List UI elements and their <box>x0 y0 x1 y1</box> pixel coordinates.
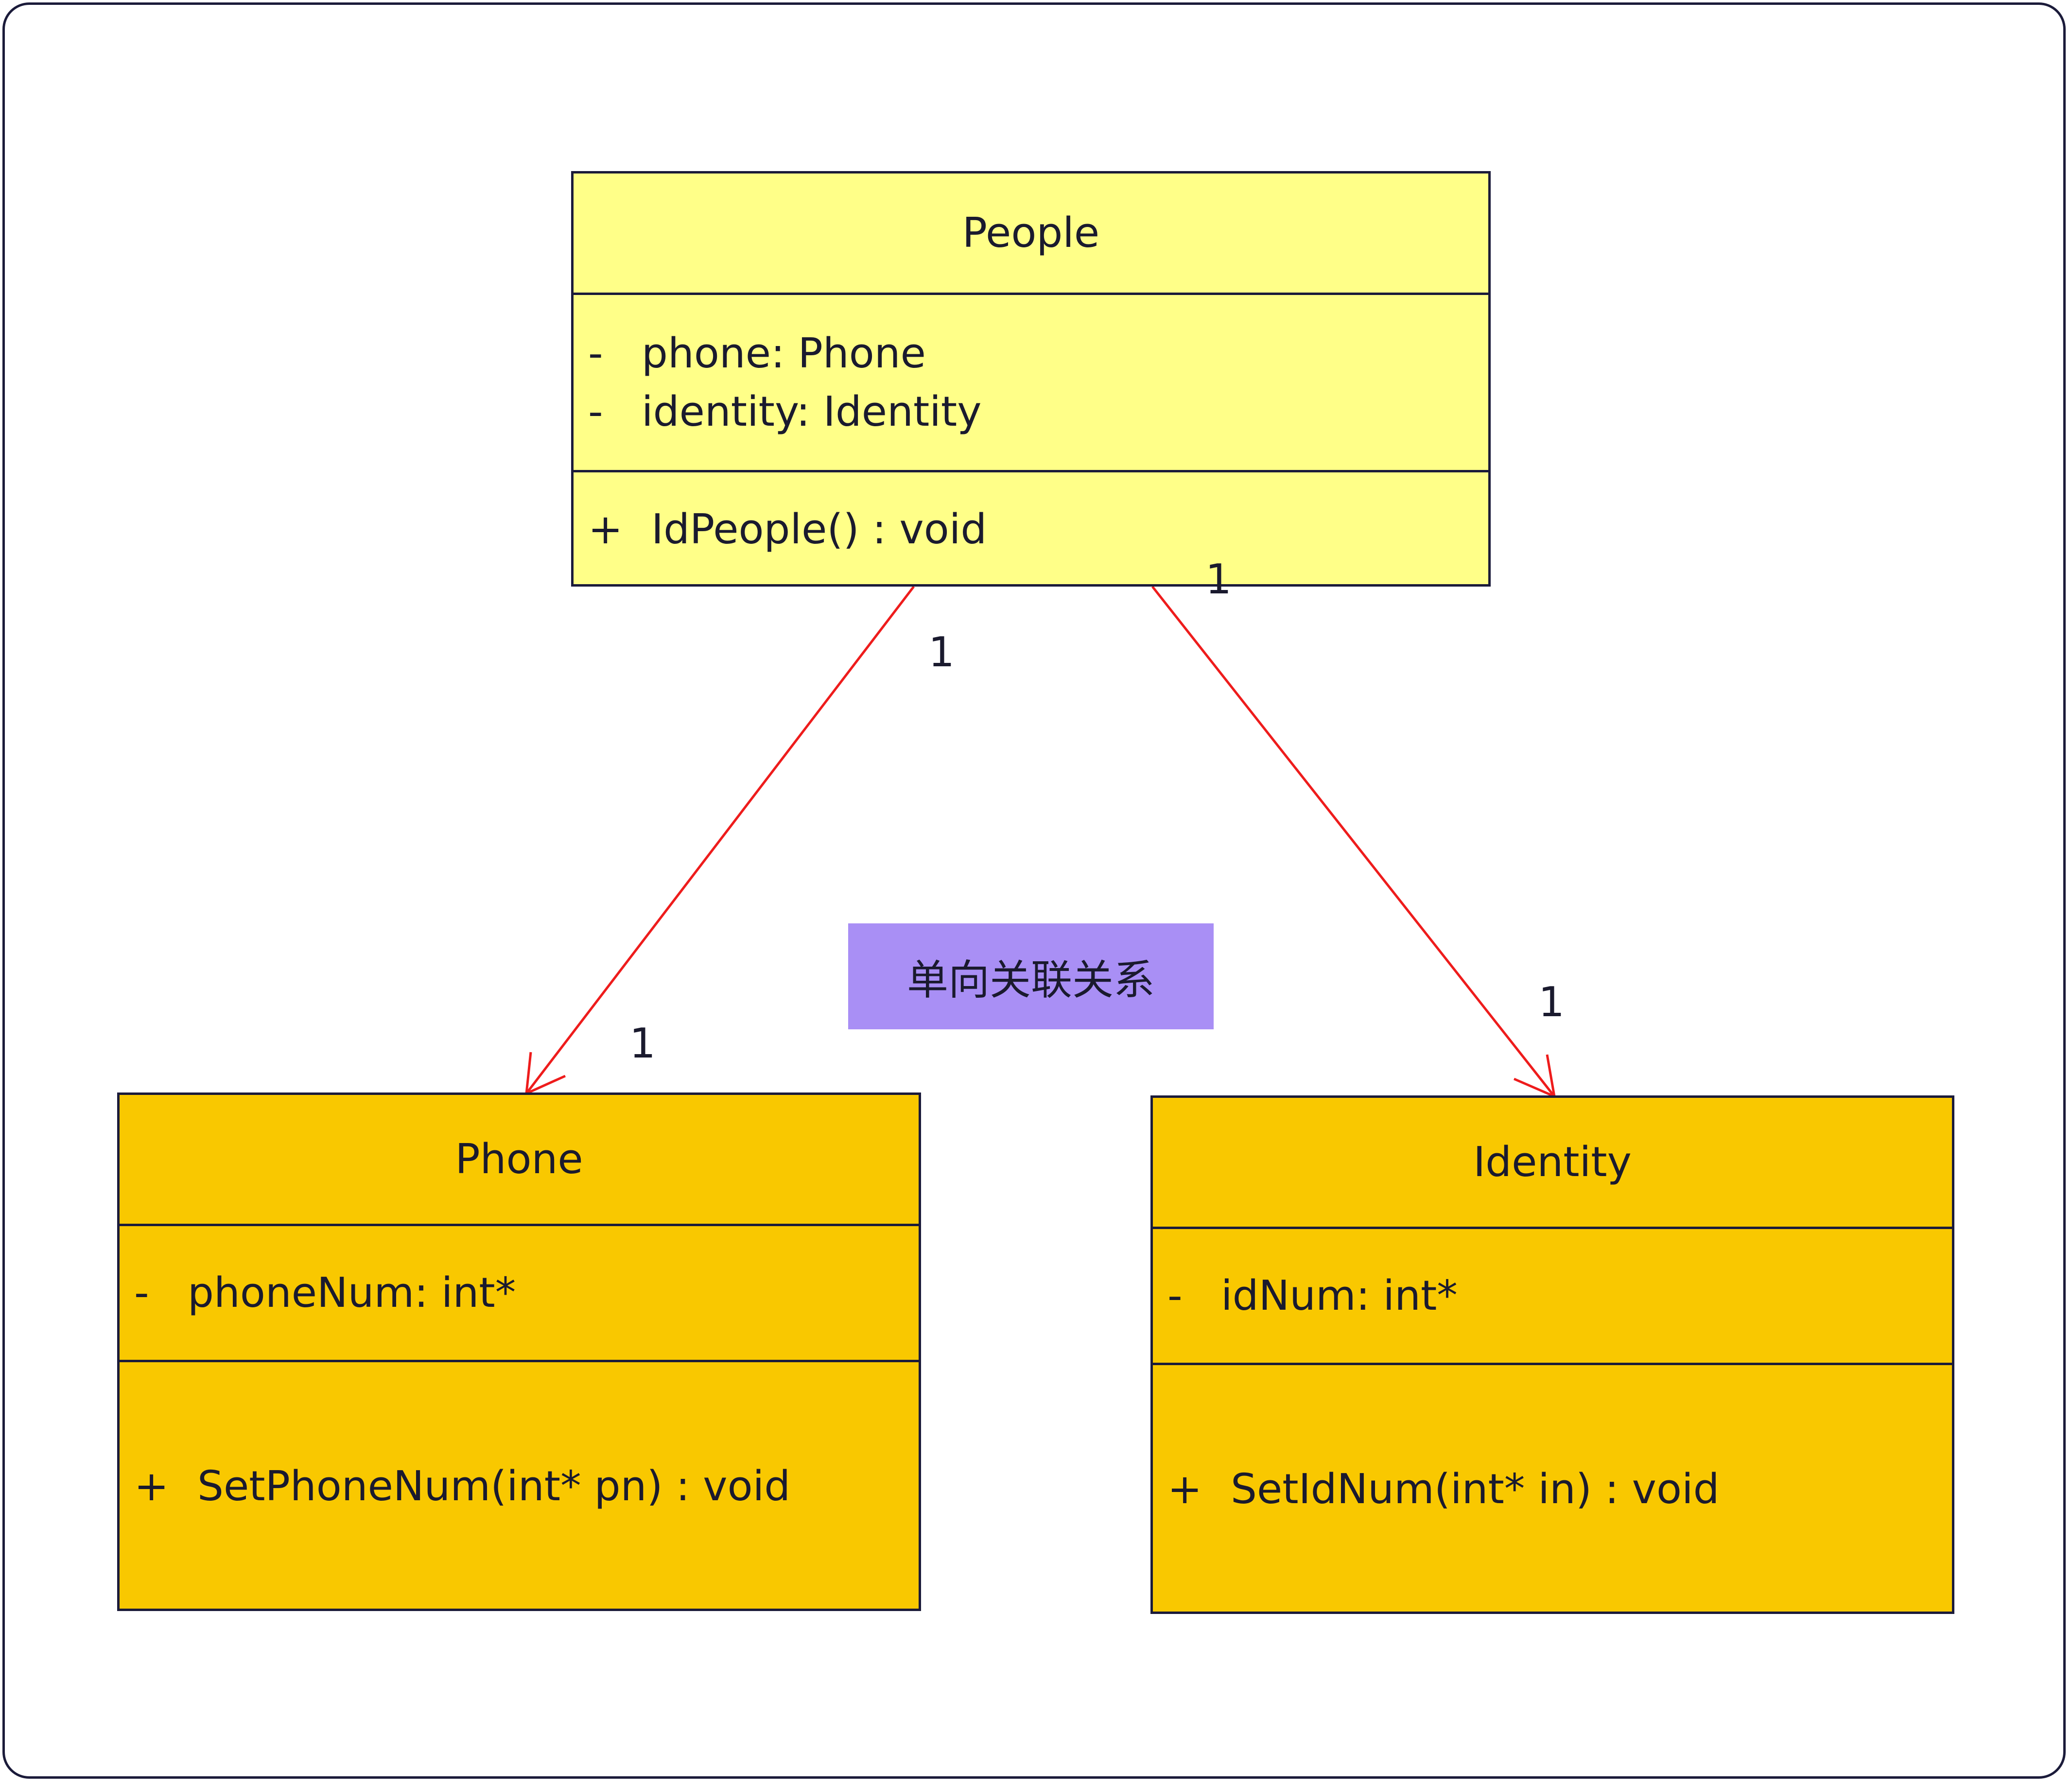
visibility-marker: - <box>1167 1272 1183 1320</box>
class-name: Identity <box>1473 1138 1632 1186</box>
attribute-text: phoneNum: int* <box>188 1269 516 1317</box>
attribute-row: - phone: Phone <box>588 324 1488 382</box>
multiplicity-label: 1 <box>629 1020 656 1068</box>
visibility-marker: - <box>588 329 603 378</box>
operation-text: IdPeople() : void <box>651 505 987 554</box>
multiplicity-label: 1 <box>928 628 955 676</box>
operation-row: + SetIdNum(int* in) : void <box>1167 1460 1952 1518</box>
class-name: Phone <box>455 1135 583 1183</box>
multiplicity-label: 1 <box>1205 555 1232 604</box>
attributes-compartment: - phone: Phone - identity: Identity <box>574 293 1488 470</box>
operation-text: SetIdNum(int* in) : void <box>1231 1465 1720 1513</box>
visibility-marker: + <box>1167 1465 1202 1513</box>
note-label[interactable]: 单向关联关系 <box>848 923 1214 1029</box>
operations-compartment: + SetPhoneNum(int* pn) : void <box>120 1360 919 1610</box>
attribute-text: idNum: int* <box>1221 1272 1458 1320</box>
attributes-compartment: - idNum: int* <box>1153 1227 1952 1363</box>
visibility-marker: + <box>588 505 623 554</box>
operations-compartment: + IdPeople() : void <box>574 470 1488 587</box>
visibility-marker: - <box>134 1269 149 1317</box>
visibility-marker: - <box>588 387 603 436</box>
operation-row: + IdPeople() : void <box>588 501 1488 559</box>
attribute-row: - idNum: int* <box>1167 1267 1952 1325</box>
operation-row: + SetPhoneNum(int* pn) : void <box>134 1457 919 1515</box>
class-people[interactable]: People - phone: Phone - identity: Identi… <box>571 171 1491 587</box>
class-identity[interactable]: Identity - idNum: int* + SetIdNum(int* i… <box>1150 1095 1954 1614</box>
visibility-marker: + <box>134 1462 169 1510</box>
attributes-compartment: - phoneNum: int* <box>120 1224 919 1360</box>
class-name: People <box>962 209 1100 257</box>
attribute-text: identity: Identity <box>642 387 982 436</box>
operation-text: SetPhoneNum(int* pn) : void <box>197 1462 791 1510</box>
operations-compartment: + SetIdNum(int* in) : void <box>1153 1363 1952 1613</box>
attribute-text: phone: Phone <box>642 329 926 378</box>
multiplicity-label: 1 <box>1538 978 1565 1026</box>
attribute-row: - identity: Identity <box>588 382 1488 441</box>
attribute-row: - phoneNum: int* <box>134 1264 919 1322</box>
class-phone[interactable]: Phone - phoneNum: int* + SetPhoneNum(int… <box>117 1092 921 1611</box>
